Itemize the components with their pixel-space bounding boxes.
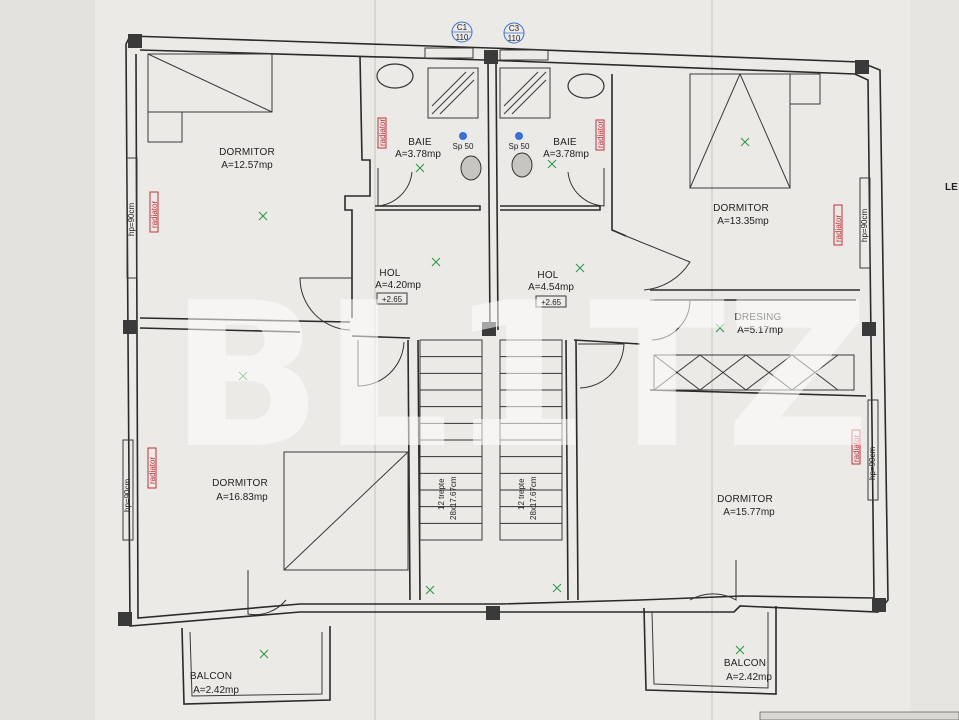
room-area: A=3.78mp [395, 149, 441, 160]
light-point-mark [740, 137, 750, 147]
light-point-mark [552, 583, 562, 593]
window-height-label: hp=90cm [127, 203, 136, 236]
light-point-mark [425, 585, 435, 595]
room-area: A=3.78mp [543, 149, 589, 160]
light-point-mark [415, 163, 425, 173]
balconies [181, 606, 777, 705]
light-point-mark [547, 159, 557, 169]
stairs-label: 12 trepte [437, 478, 446, 510]
vent-label-top: C3 [509, 24, 520, 33]
stairs-dimension: 28x17.67cm [529, 476, 538, 520]
vent-label-bottom: 110 [456, 33, 469, 42]
interior-walls [139, 55, 867, 601]
room-name: HOL [537, 270, 558, 281]
watermark: BL1TZ [170, 260, 871, 493]
radiators: radiator radiator radiator radiator radi… [147, 117, 861, 489]
room-name: BAIE [408, 137, 432, 148]
light-point-mark [259, 649, 269, 659]
room-name: BALCON [190, 671, 232, 682]
room-area: A=4.20mp [375, 280, 421, 291]
doors [247, 168, 737, 616]
radiator-label: radiator [852, 435, 861, 462]
title-block-strip [759, 711, 959, 720]
room-area: A=2.42mp [193, 685, 239, 696]
room-name: DORMITOR [219, 147, 275, 158]
room-area: A=15.77mp [723, 507, 775, 518]
room-area: A=13.35mp [717, 216, 769, 227]
light-point-mark [258, 211, 268, 221]
window-height-label: hp=90cm [123, 479, 132, 512]
windows [122, 47, 879, 541]
room-area: A=5.17mp [737, 325, 783, 336]
room-name: BAIE [553, 137, 577, 148]
room-area: A=16.83mp [216, 492, 268, 503]
room-name: BALCON [724, 658, 766, 669]
light-point-mark [431, 257, 441, 267]
edge-text: LE [945, 182, 958, 193]
bathroom-fixtures: Sp 50 Sp 50 [376, 63, 605, 181]
room-name: DORMITOR [713, 203, 769, 214]
room-name: DRESING [735, 312, 782, 323]
staircase: 12 trepte 28x17.67cm 12 trepte 28x17.67c… [419, 339, 563, 541]
window-height-label: hp=90cm [860, 209, 869, 242]
room-name: DORMITOR [212, 478, 268, 489]
radiator-label: radiator [834, 215, 843, 242]
light-point-mark [575, 263, 585, 273]
light-point-mark [715, 323, 725, 333]
light-point-mark [238, 371, 248, 381]
vent-label-top: C1 [457, 23, 468, 32]
sink-label: Sp 50 [453, 142, 474, 151]
radiator-label: radiator [150, 201, 159, 228]
room-name: HOL [379, 268, 400, 279]
room-name: DORMITOR [717, 494, 773, 505]
light-point-mark [735, 645, 745, 655]
paper-shade-left [0, 0, 95, 720]
room-area: A=12.57mp [221, 160, 273, 171]
radiator-label: radiator [596, 121, 605, 148]
room-area: A=4.54mp [528, 282, 574, 293]
stairs-dimension: 28x17.67cm [449, 476, 458, 520]
radiator-label: radiator [378, 119, 387, 146]
stairs-label: 12 trepte [517, 478, 526, 510]
sink-label: Sp 50 [509, 142, 530, 151]
room-labels: DORMITOR A=12.57mp BAIE A=3.78mp BAIE A=… [190, 137, 784, 696]
vent-label-bottom: 110 [508, 34, 521, 43]
ventilation-ducts: C1 110 C3 110 [451, 21, 525, 44]
structural-columns [118, 34, 886, 626]
radiator-label: radiator [148, 457, 157, 484]
floor-level: +2.65 [541, 298, 562, 307]
furniture [147, 53, 855, 571]
floor-level: +2.65 [382, 295, 403, 304]
electrical-points [238, 137, 750, 659]
paper-shade-right [910, 0, 959, 720]
room-area: A=2.42mp [726, 672, 772, 683]
window-labels: hp=90cm hp=90cm hp=90cm hp=90cm [123, 203, 877, 512]
window-height-label: hp=90cm [868, 447, 877, 480]
